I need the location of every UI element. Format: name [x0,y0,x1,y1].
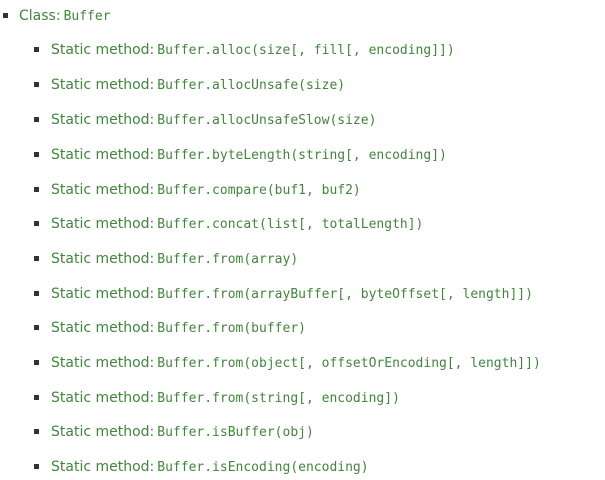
toc-item-code: Buffer.allocUnsafeSlow(size) [157,112,377,128]
toc-item-method: Static method: Buffer.concat(list[, tota… [51,213,423,235]
toc-item-code: Buffer.from(arrayBuffer[, byteOffset[, l… [157,286,533,302]
toc-item-code: Buffer.from(object[, offsetOrEncoding[, … [157,355,541,371]
list-bullet [34,360,39,365]
list-bullet [34,152,39,157]
toc-item-prefix: Class: [19,8,61,24]
toc-item-method: Static method: Buffer.from(object[, offs… [51,352,541,374]
method-link[interactable]: Static method: Buffer.compare(buf1, buf2… [51,182,361,198]
toc-item-method: Static method: Buffer.byteLength(string[… [51,144,447,166]
toc-item-code: Buffer.isBuffer(obj) [157,424,314,440]
list-bullet [34,256,39,261]
method-link[interactable]: Static method: Buffer.byteLength(string[… [51,147,447,163]
list-bullet [34,187,39,192]
toc-item-code: Buffer [63,8,111,24]
method-link[interactable]: Static method: Buffer.allocUnsafeSlow(si… [51,112,376,128]
method-link[interactable]: Static method: Buffer.concat(list[, tota… [51,216,423,232]
toc-item-method: Static method: Buffer.compare(buf1, buf2… [51,179,361,201]
toc-item-method: Static method: Buffer.allocUnsafe(size) [51,74,345,96]
toc-item-prefix: Static method: [51,355,155,371]
toc-item-method: Static method: Buffer.from(arrayBuffer[,… [51,283,533,305]
method-link[interactable]: Static method: Buffer.alloc(size[, fill[… [51,42,455,58]
list-bullet [34,429,39,434]
toc-item-method: Static method: Buffer.from(string[, enco… [51,387,400,409]
toc-item-prefix: Static method: [51,320,155,336]
method-link[interactable]: Static method: Buffer.allocUnsafe(size) [51,77,345,93]
list-bullet [34,464,39,469]
method-link[interactable]: Static method: Buffer.from(buffer) [51,320,306,336]
toc-item-prefix: Static method: [51,251,155,267]
toc-item-code: Buffer.concat(list[, totalLength]) [157,216,424,232]
class-buffer-link[interactable]: Class: Buffer [19,8,111,24]
toc-item-code: Buffer.isEncoding(encoding) [157,459,369,475]
toc-item-code: Buffer.byteLength(string[, encoding]) [157,147,447,163]
list-bullet [3,13,8,18]
toc-item-code: Buffer.from(array) [157,251,299,267]
list-bullet [34,221,39,226]
toc-item-code: Buffer.allocUnsafe(size) [157,77,346,93]
toc-item-code: Buffer.compare(buf1, buf2) [157,182,361,198]
method-link[interactable]: Static method: Buffer.from(string[, enco… [51,390,400,406]
toc-item-prefix: Static method: [51,77,155,93]
method-link[interactable]: Static method: Buffer.from(arrayBuffer[,… [51,286,533,302]
toc-item-method: Static method: Buffer.allocUnsafeSlow(si… [51,109,376,131]
toc-item-prefix: Static method: [51,424,155,440]
method-link[interactable]: Static method: Buffer.isBuffer(obj) [51,424,314,440]
toc-item-prefix: Static method: [51,182,155,198]
toc-item-method: Static method: Buffer.from(array) [51,248,298,270]
toc-item-method: Static method: Buffer.from(buffer) [51,317,306,339]
list-bullet [34,47,39,52]
toc-item-prefix: Static method: [51,42,155,58]
toc-item-method: Static method: Buffer.alloc(size[, fill[… [51,39,455,61]
toc-item-prefix: Static method: [51,459,155,475]
list-bullet [34,291,39,296]
toc-item-prefix: Static method: [51,216,155,232]
list-bullet [34,325,39,330]
toc-item-code: Buffer.alloc(size[, fill[, encoding]]) [157,42,455,58]
toc-item-code: Buffer.from(buffer) [157,320,306,336]
method-link[interactable]: Static method: Buffer.from(object[, offs… [51,355,541,371]
method-link[interactable]: Static method: Buffer.isEncoding(encodin… [51,459,369,475]
toc-item-prefix: Static method: [51,286,155,302]
toc-item-class-buffer: Class: Buffer [19,5,111,27]
method-link[interactable]: Static method: Buffer.from(array) [51,251,298,267]
list-bullet [34,395,39,400]
toc-item-prefix: Static method: [51,147,155,163]
toc-item-method: Static method: Buffer.isBuffer(obj) [51,421,314,443]
toc-item-code: Buffer.from(string[, encoding]) [157,390,400,406]
toc-item-method: Static method: Buffer.isEncoding(encodin… [51,456,369,478]
list-bullet [34,82,39,87]
toc-item-prefix: Static method: [51,390,155,406]
list-bullet [34,117,39,122]
toc-item-prefix: Static method: [51,112,155,128]
